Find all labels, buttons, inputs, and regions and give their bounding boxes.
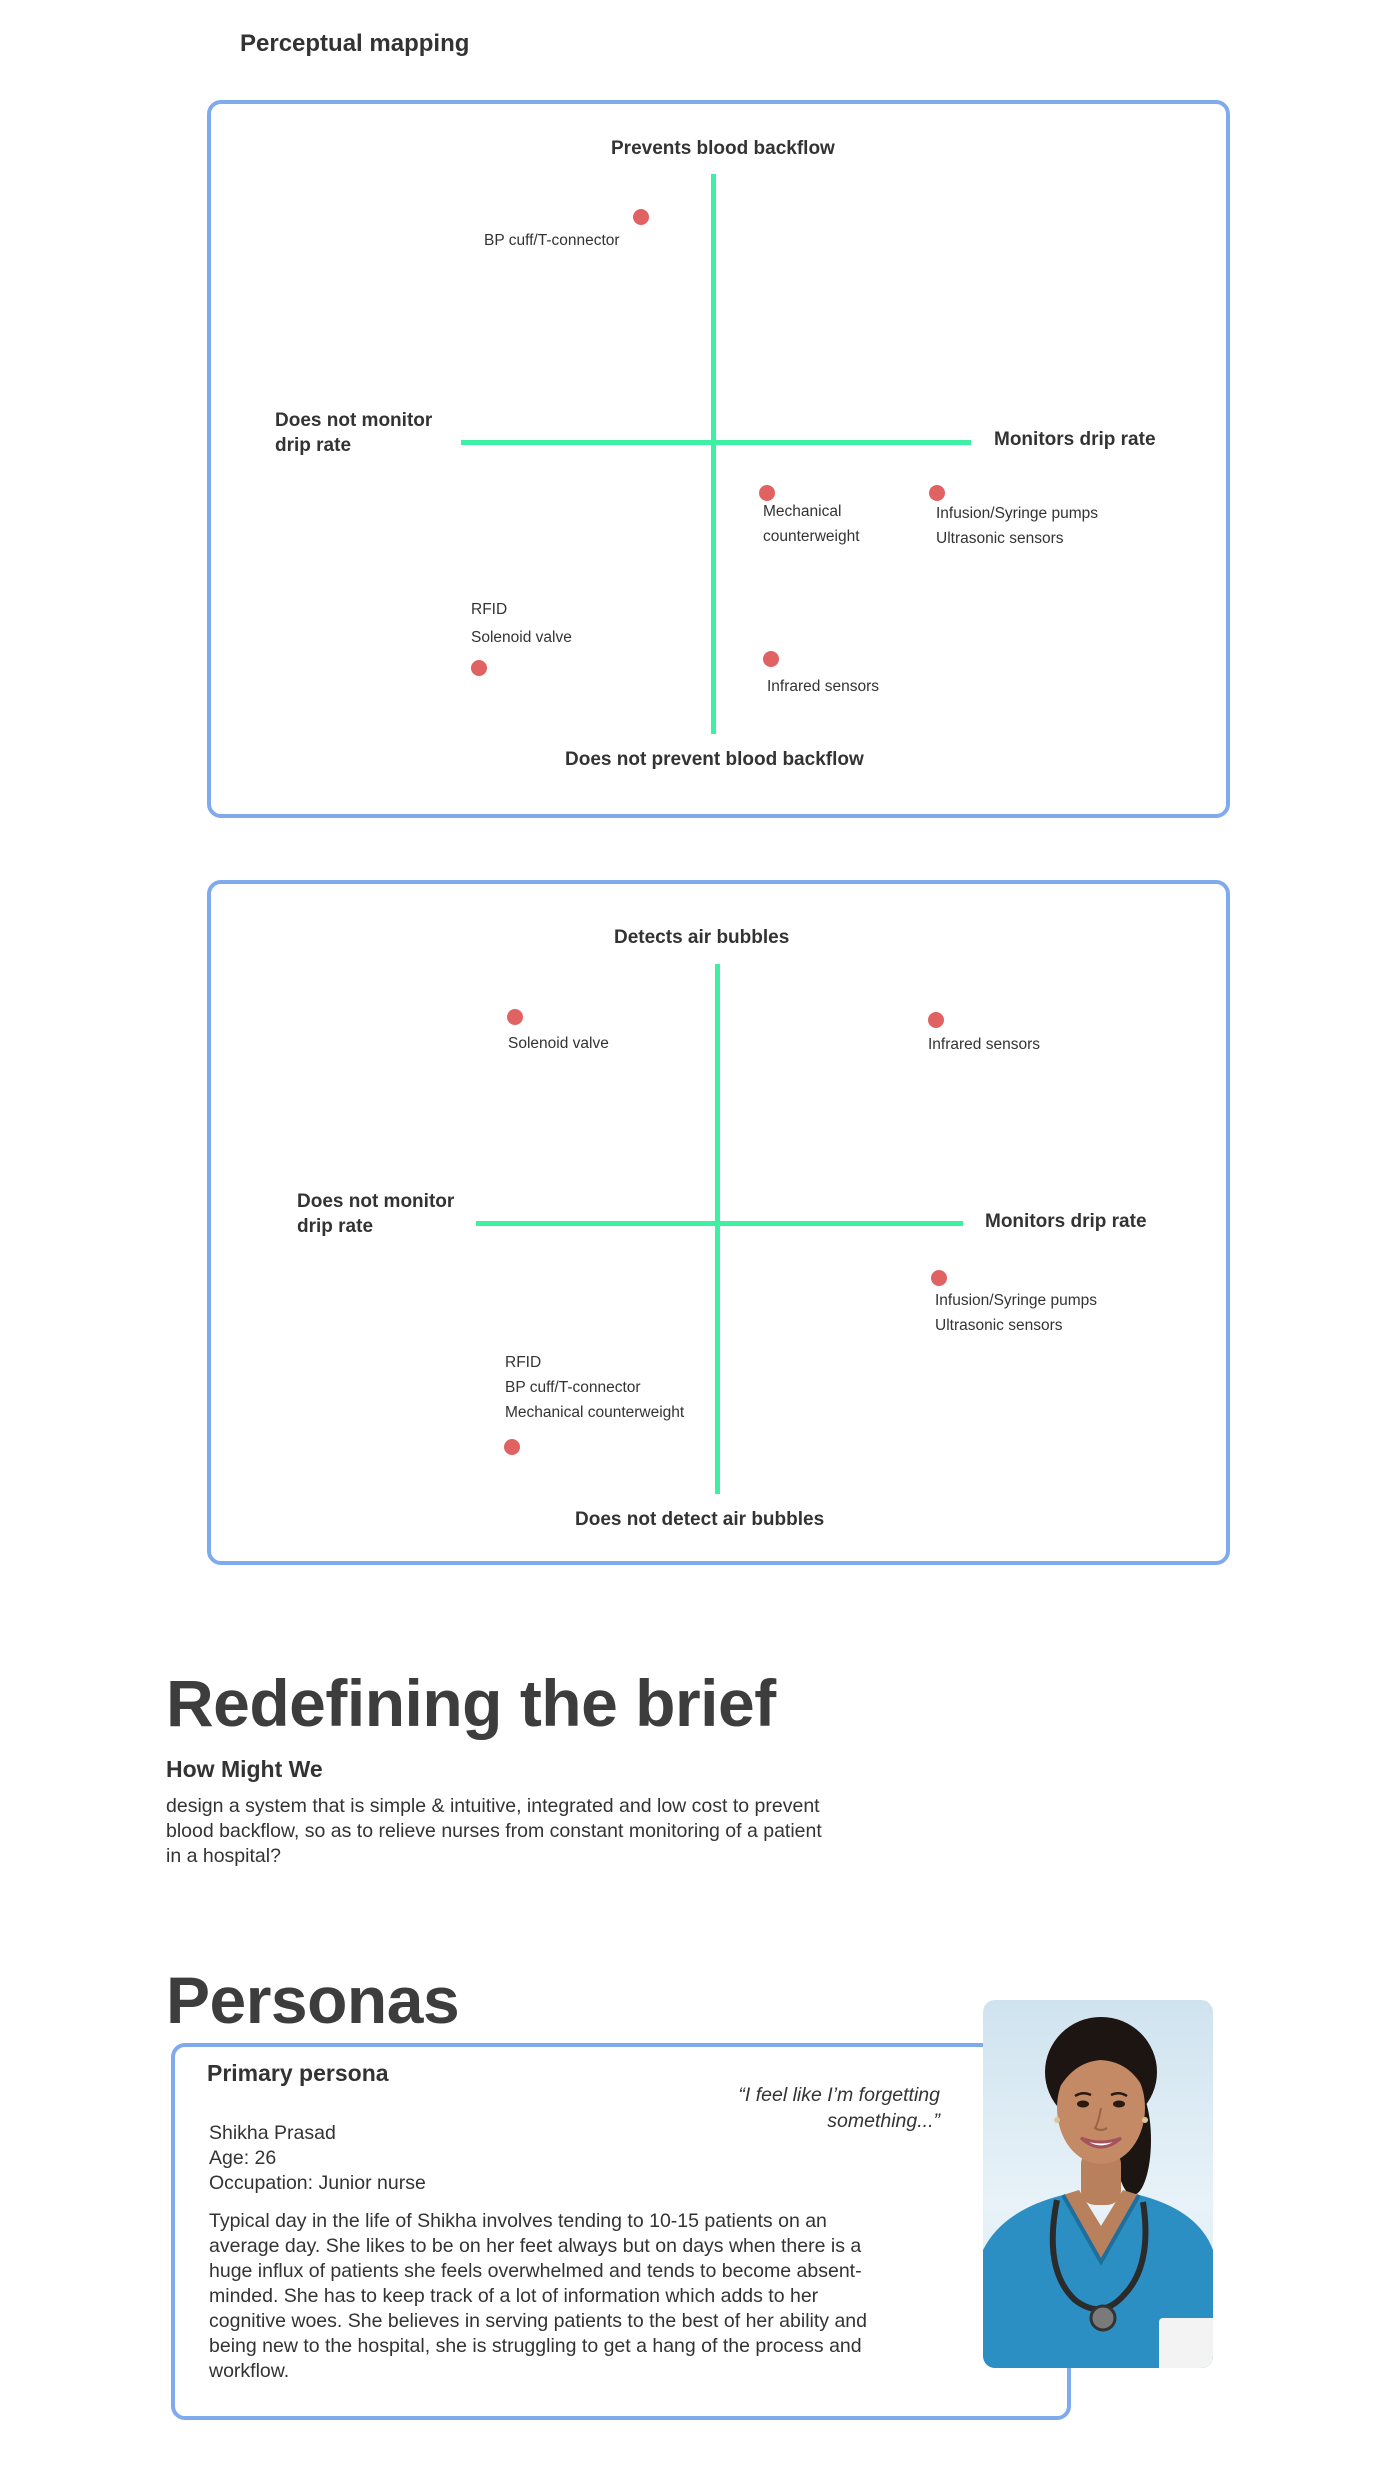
section-title: Perceptual mapping bbox=[240, 30, 470, 57]
data-point bbox=[471, 660, 487, 676]
hmw-text: design a system that is simple & intuiti… bbox=[166, 1795, 822, 1867]
persona-quote: “I feel like I’m forgetting something...… bbox=[738, 2084, 940, 2132]
persona-age: Age: 26 bbox=[209, 2147, 277, 2169]
perceptual-map-air-bubbles: Detects air bubbles Does not detect air … bbox=[207, 880, 1230, 1565]
data-point bbox=[633, 209, 649, 225]
horizontal-axis bbox=[461, 440, 971, 445]
data-point bbox=[763, 651, 779, 667]
data-point bbox=[931, 1270, 947, 1286]
persona-photo bbox=[983, 2000, 1213, 2368]
perceptual-map-backflow: Prevents blood backflow Does not prevent… bbox=[207, 100, 1230, 818]
nurse-portrait-image bbox=[983, 2017, 1213, 2368]
data-point bbox=[759, 485, 775, 501]
personas-heading: Personas bbox=[166, 1963, 460, 2037]
persona-bio: Typical day in the life of Shikha involv… bbox=[209, 2210, 867, 2382]
data-point bbox=[504, 1439, 520, 1455]
axis-label-right: Monitors drip rate bbox=[994, 429, 1156, 450]
vertical-axis bbox=[715, 964, 720, 1494]
point-label: Infusion/Syringe pumps Ultrasonic sensor… bbox=[935, 1292, 1097, 1334]
persona-name: Shikha Prasad bbox=[209, 2122, 336, 2144]
axis-label-left: Does not monitor drip rate bbox=[275, 410, 433, 456]
axis-label-left: Does not monitor drip rate bbox=[297, 1191, 455, 1237]
data-point bbox=[929, 485, 945, 501]
axis-label-bottom: Does not prevent blood backflow bbox=[565, 749, 864, 770]
point-label: Infusion/Syringe pumps Ultrasonic sensor… bbox=[936, 505, 1098, 547]
point-label: Mechanical counterweight bbox=[763, 503, 860, 545]
point-label: Infrared sensors bbox=[767, 678, 879, 695]
data-point bbox=[928, 1012, 944, 1028]
horizontal-axis bbox=[476, 1221, 963, 1226]
point-label: RFID Solenoid valve bbox=[471, 601, 572, 646]
axis-label-right: Monitors drip rate bbox=[985, 1211, 1147, 1232]
persona-card-title: Primary persona bbox=[207, 2060, 389, 2086]
brief-heading: Redefining the brief bbox=[166, 1666, 776, 1740]
point-label: BP cuff/T-connector bbox=[484, 232, 620, 249]
axis-label-top: Prevents blood backflow bbox=[611, 138, 835, 159]
axis-label-top: Detects air bubbles bbox=[614, 927, 790, 948]
persona-occupation: Occupation: Junior nurse bbox=[209, 2172, 426, 2194]
hmw-title: How Might We bbox=[166, 1756, 323, 1782]
point-label: RFID BP cuff/T-connector Mechanical coun… bbox=[505, 1354, 685, 1421]
point-label: Solenoid valve bbox=[508, 1035, 609, 1052]
data-point bbox=[507, 1009, 523, 1025]
axis-label-bottom: Does not detect air bubbles bbox=[575, 1509, 825, 1530]
point-label: Infrared sensors bbox=[928, 1036, 1040, 1053]
vertical-axis bbox=[711, 174, 716, 734]
